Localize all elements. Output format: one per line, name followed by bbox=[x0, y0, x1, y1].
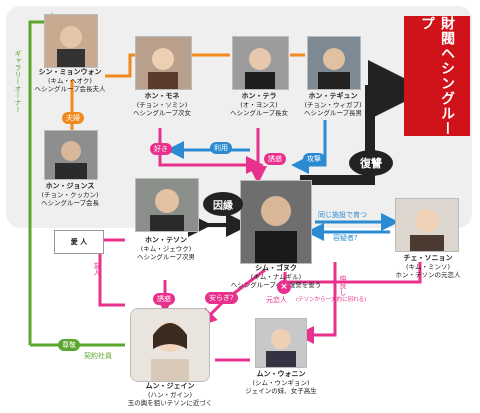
label-use: 利用 bbox=[210, 142, 232, 154]
like-line bbox=[158, 128, 264, 174]
lover-box-label: 愛 人 bbox=[70, 238, 88, 246]
name-tera-actor: (オ・ヨンス) bbox=[240, 101, 278, 109]
name-myeongwon-actor: (キム・ヘオク) bbox=[48, 77, 92, 85]
name-jein-role: 玉の輿を狙いテソンに近づく bbox=[127, 399, 213, 407]
photo-jein bbox=[130, 308, 210, 382]
hesin-group-title: 財閥ヘシングループ bbox=[419, 16, 455, 136]
name-myeongwon-role: ヘシングループ会長夫人 bbox=[34, 85, 106, 93]
name-sonjon-role: ホン・テソンの元恋人 bbox=[395, 271, 461, 279]
label-suspect: 容疑者? bbox=[333, 234, 358, 242]
name-mone-actor: (チョン・ソミン) bbox=[136, 101, 188, 109]
name-mone-main: ホン・モネ bbox=[144, 92, 180, 100]
name-tera: ホン・テラ (オ・ヨンス) ヘシングループ長女 bbox=[214, 92, 304, 117]
label-revenge: 復讐 bbox=[349, 150, 393, 176]
label-fate: 因縁 bbox=[203, 192, 243, 216]
photo-taegyun bbox=[307, 36, 361, 90]
label-ex-lover: 元恋人 bbox=[266, 296, 287, 304]
label-respect: 尊敬 bbox=[58, 339, 80, 351]
name-jongsu-role: ヘシングループ会長 bbox=[40, 199, 100, 207]
lover-box: 愛 人 bbox=[54, 230, 104, 254]
photo-jongsu bbox=[44, 130, 98, 180]
hesin-group-title-box: 財閥ヘシングループ bbox=[404, 16, 470, 136]
name-gojuk: シム・ゴヌク (キム・ナムギル) ヘシングループへの復讐を誓う bbox=[226, 264, 326, 289]
photo-uoni bbox=[255, 318, 307, 368]
label-gallery-owner: ギャラリーオーナー bbox=[14, 50, 22, 113]
name-taesong-role: ヘシングループ次男 bbox=[136, 253, 196, 261]
label-seduce-2: 誘惑 bbox=[153, 293, 175, 305]
name-gojuk-main: シム・ゴヌク bbox=[255, 264, 297, 272]
name-jein-actor: (ハン・ガイン) bbox=[147, 391, 193, 399]
photo-gojuk bbox=[240, 180, 312, 264]
name-mone-role: ヘシングループ次女 bbox=[132, 109, 192, 117]
name-gojuk-role: ヘシングループへの復讐を誓う bbox=[230, 281, 322, 289]
photo-tera bbox=[232, 36, 289, 90]
family-line bbox=[105, 53, 135, 78]
name-sonjon: チェ・ソニョン (キム・ミンソ) ホン・テソンの元恋人 bbox=[380, 254, 476, 279]
name-tera-role: ヘシングループ長女 bbox=[229, 109, 289, 117]
ex-lover-line bbox=[283, 262, 422, 284]
name-jongsu-main: ホン・ジョンス bbox=[45, 182, 95, 190]
name-taesong-actor: (キム・ジェウク) bbox=[140, 245, 192, 253]
photo-taesong bbox=[135, 178, 199, 232]
name-taegyun-role: ヘシングループ長男 bbox=[303, 109, 363, 117]
name-jein-main: ムン・ジェイン bbox=[145, 382, 195, 390]
name-taegyun-main: ホン・テギュン bbox=[308, 92, 358, 100]
name-mone: ホン・モネ (チョン・ソミン) ヘシングループ次女 bbox=[117, 92, 207, 117]
label-same-facility: 同じ施設で育つ bbox=[318, 211, 367, 219]
name-uoni: ムン・ウォニン (シム・ウンギョン) ジェインの妹、女子高生 bbox=[234, 370, 328, 395]
photo-mone bbox=[135, 36, 192, 90]
photo-sonjon bbox=[395, 198, 459, 252]
label-like: 好き bbox=[150, 143, 172, 155]
name-tera-main: ホン・テラ bbox=[241, 92, 277, 100]
name-uoni-main: ムン・ウォニン bbox=[256, 370, 306, 378]
name-myeongwon-main: シン・ミョンウォン bbox=[38, 68, 102, 76]
name-jein: ムン・ジェイン (ハン・ガイン) 玉の輿を狙いテソンに近づく bbox=[114, 382, 226, 407]
friend-line bbox=[98, 238, 125, 307]
name-sonjon-main: チェ・ソニョン bbox=[403, 254, 453, 262]
label-contract: 契約社員 bbox=[84, 352, 112, 360]
name-jongsu: ホン・ジョンス (チョン・クッカン) ヘシングループ会長 bbox=[24, 182, 116, 207]
attack-line bbox=[291, 120, 327, 174]
name-taesong-main: ホン・テソン bbox=[145, 236, 187, 244]
name-taegyun: ホン・テギュン (チョン・ウィガプ) ヘシングループ長男 bbox=[288, 92, 378, 117]
label-ex-lover-note: (テソンから一方的に別れる) bbox=[296, 297, 367, 303]
label-seduce: 誘惑 bbox=[264, 153, 286, 165]
label-friend: 友人 bbox=[93, 262, 101, 276]
name-sonjon-actor: (キム・ミンソ) bbox=[405, 263, 451, 271]
label-attack: 攻撃 bbox=[303, 153, 325, 165]
label-close: 仲良し bbox=[339, 275, 347, 296]
name-uoni-actor: (シム・ウンギョン) bbox=[252, 379, 310, 387]
name-myeongwon: シン・ミョンウォン (キム・ヘオク) ヘシングループ会長夫人 bbox=[24, 68, 116, 93]
ex-lover-mark: × bbox=[277, 280, 291, 294]
name-jongsu-actor: (チョン・クッカン) bbox=[41, 191, 99, 199]
close-line bbox=[296, 262, 337, 344]
revenge-arrow bbox=[300, 60, 428, 185]
name-taesong: ホン・テソン (キム・ジェウク) ヘシングループ次男 bbox=[121, 236, 211, 261]
name-gojuk-actor: (キム・ナムギル) bbox=[250, 273, 302, 281]
name-taegyun-actor: (チョン・ウィガプ) bbox=[304, 101, 362, 109]
label-couple: 夫婦 bbox=[62, 112, 84, 124]
photo-myeongwon bbox=[44, 14, 98, 68]
label-peace: 安らぎ? bbox=[205, 292, 238, 304]
name-uoni-role: ジェインの妹、女子高生 bbox=[245, 387, 317, 395]
